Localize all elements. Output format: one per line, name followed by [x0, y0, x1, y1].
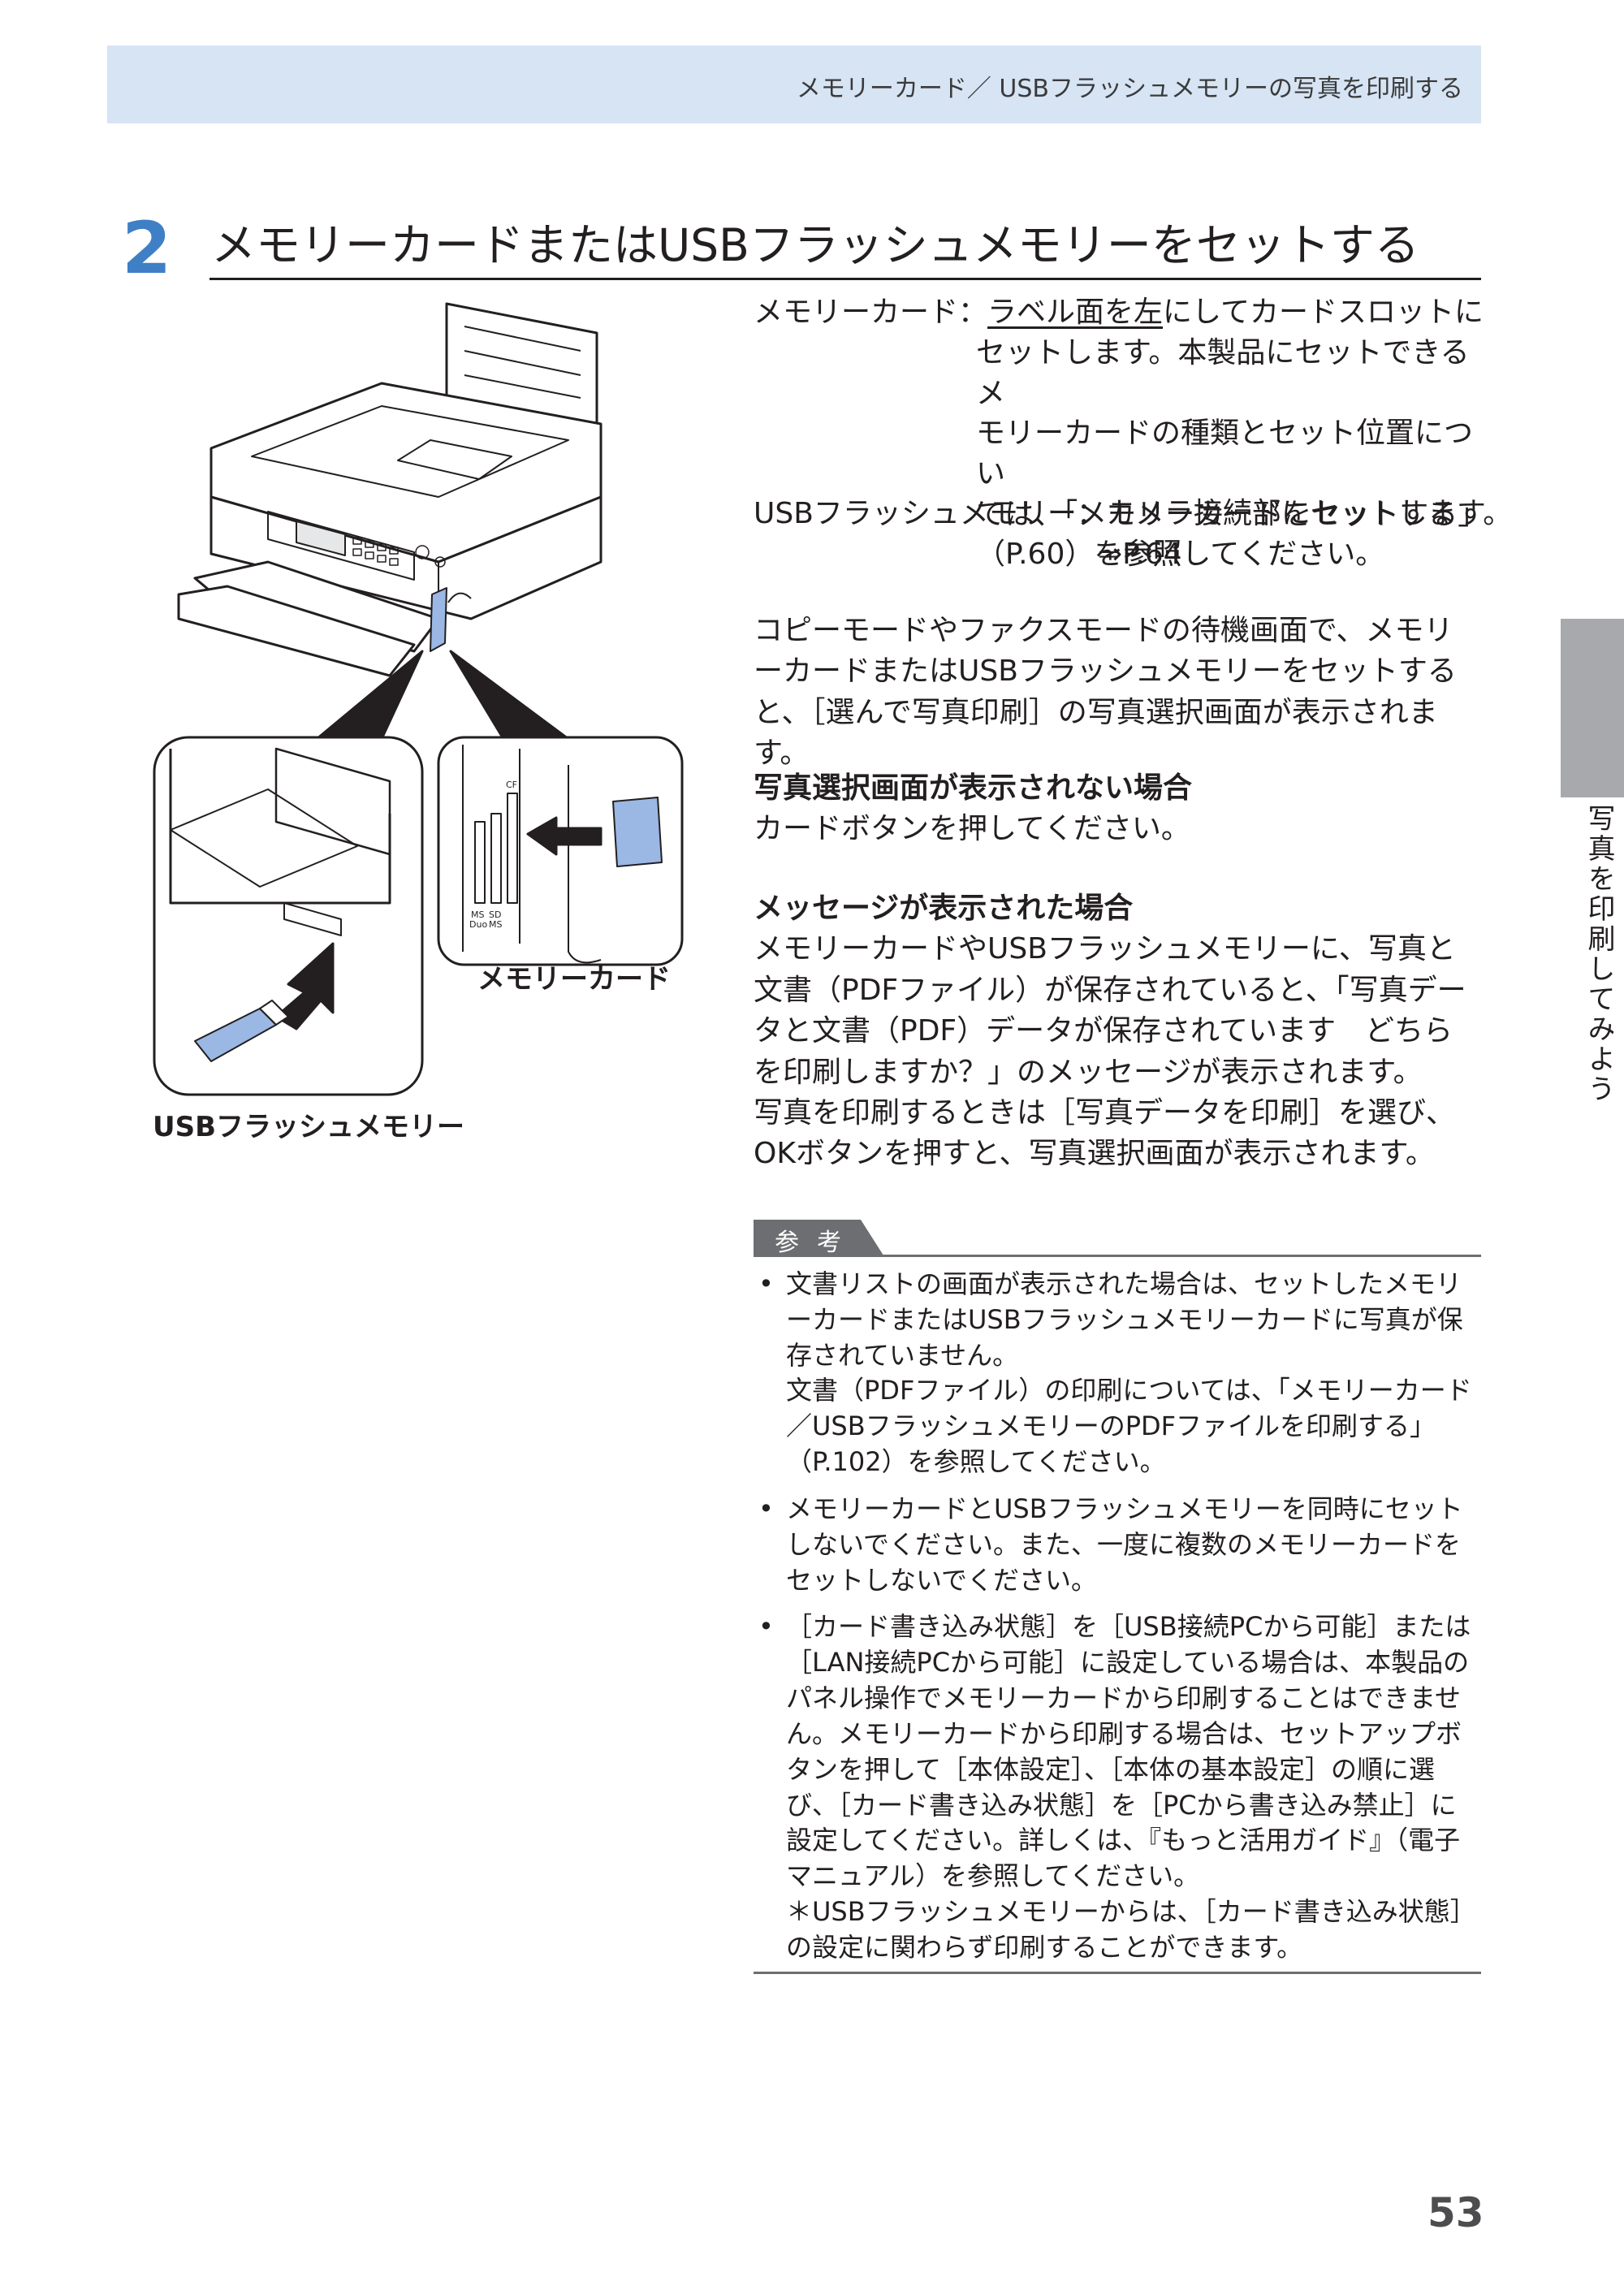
- step-title-rule: [209, 278, 1481, 280]
- note-bullet: •: [758, 1611, 774, 1643]
- subsection-text-2b: 写真を印刷するときは［写真データを印刷］を選び、OKボタンを押すと、写真選択画面…: [754, 1095, 1456, 1171]
- label-left-emphasis: ラベル面を左: [987, 296, 1164, 329]
- note-rule-bottom: [754, 1972, 1481, 1974]
- slot-label-duo: Duo: [469, 919, 487, 930]
- caption-memory-card: メモリーカード: [477, 963, 671, 996]
- memory-card-def-body: セットします。本製品にセットできるメ モリーカードの種類とセット位置につい ては…: [976, 333, 1488, 575]
- card-arrow: [526, 816, 603, 856]
- header-title: メモリーカード／ USBフラッシュメモリーの写真を印刷する: [796, 75, 1463, 103]
- usb-arrow: [274, 942, 335, 1030]
- note-rule-top: [754, 1255, 1481, 1257]
- page-number: 53: [1427, 2189, 1484, 2236]
- slot-label-cf: CF: [506, 780, 517, 790]
- usb-term: USBフラッシュメモリー：: [754, 497, 1106, 530]
- memory-card-line4: ては、「メモリーカードをセットする」: [976, 497, 1488, 531]
- slot-label-ms-2: MS: [489, 919, 502, 930]
- subsection-title-2: メッセージが表示された場合: [754, 892, 1134, 925]
- subsection-text-1: カードボタンを押してください。: [754, 812, 1190, 846]
- note-item-text: 文書リストの画面が表示された場合は、セットしたメモリーカードまたはUSBフラッシ…: [786, 1268, 1463, 1371]
- printer-illustration: CF MS SD Duo MS: [153, 302, 684, 1096]
- memory-card-line1-rest: にしてカードスロットに: [1163, 296, 1484, 329]
- note-item: • 文書リストの画面が表示された場合は、セットしたメモリーカードまたはUSBフラ…: [754, 1267, 1481, 1480]
- memory-card-term: メモリーカード：: [754, 296, 988, 329]
- step-number: 2: [122, 206, 172, 290]
- chapter-side-tab: [1561, 619, 1624, 797]
- note-bullet: •: [758, 1268, 774, 1299]
- subsection-title-1: 写真選択画面が表示されない場合: [754, 771, 1193, 805]
- usb-def-line: USBフラッシュメモリー：カメラ接続部にセットします。: [754, 494, 1512, 534]
- note-tab: [754, 1220, 883, 1255]
- note-bullet: •: [758, 1493, 774, 1524]
- note-item-subtext: 文書（PDFファイル）の印刷については、「メモリーカード／USBフラッシュメモリ…: [786, 1375, 1472, 1478]
- printer-panel: [267, 511, 415, 581]
- memory-card-line2: セットします。本製品にセットできるメ: [976, 336, 1470, 410]
- memory-card: [612, 797, 663, 867]
- slot-label-sd: SD: [489, 909, 501, 920]
- header-band: メモリーカード／ USBフラッシュメモリーの写真を印刷する: [107, 45, 1481, 123]
- memory-card-def-line1: メモリーカード：ラベル面を左にしてカードスロットに: [754, 292, 1484, 333]
- usb-page-ref: ⇒P.64: [1098, 538, 1182, 571]
- subsection-text-2a: メモリーカードやUSBフラッシュメモリーに、写真と文書（PDFファイル）が保存さ…: [754, 932, 1466, 1089]
- inset-card: [437, 736, 684, 966]
- memory-card-line3: モリーカードの種類とセット位置につい: [976, 417, 1474, 491]
- note-item-subtext: ＊USBフラッシュメモリーからは、［カード書き込み状態］の設定に関わらず印刷する…: [786, 1896, 1476, 1963]
- chapter-side-label: 写真を印刷してみよう: [1583, 804, 1615, 1104]
- subsection-message-shown: メッセージが表示された場合 メモリーカードやUSBフラッシュメモリーに、写真と文…: [754, 888, 1481, 1175]
- body-paragraph-1: コピーモードやファクスモードの待機画面で、メモリーカードまたはUSBフラッシュメ…: [754, 614, 1457, 771]
- inset-usb: [153, 736, 424, 1096]
- step-title: メモリーカードまたはUSBフラッシュメモリーをセットする: [211, 219, 1419, 271]
- note-item-text: メモリーカードとUSBフラッシュメモリーを同時にセットしないでください。また、一…: [786, 1493, 1463, 1596]
- subsection-no-photo-screen: 写真選択画面が表示されない場合 カードボタンを押してください。: [754, 768, 1481, 850]
- caption-usb-flash-memory: USBフラッシュメモリー: [153, 1111, 465, 1143]
- note-list: • 文書リストの画面が表示された場合は、セットしたメモリーカードまたはUSBフラ…: [754, 1267, 1481, 1977]
- note-item: • ［カード書き込み状態］を［USB接続PCから可能］または［LAN接続PCから…: [754, 1609, 1481, 1965]
- usb-desc: カメラ接続部にセットします。: [1105, 497, 1513, 530]
- note-label: 参考: [775, 1229, 859, 1257]
- memory-card-line5: （P.60）を参照してください。: [976, 538, 1385, 572]
- slot-cover: [430, 587, 447, 652]
- slot-label-ms: MS: [471, 909, 484, 920]
- note-item: • メモリーカードとUSBフラッシュメモリーを同時にセットしないでください。また…: [754, 1492, 1481, 1598]
- note-item-text: ［カード書き込み状態］を［USB接続PCから可能］または［LAN接続PCから可能…: [786, 1611, 1471, 1892]
